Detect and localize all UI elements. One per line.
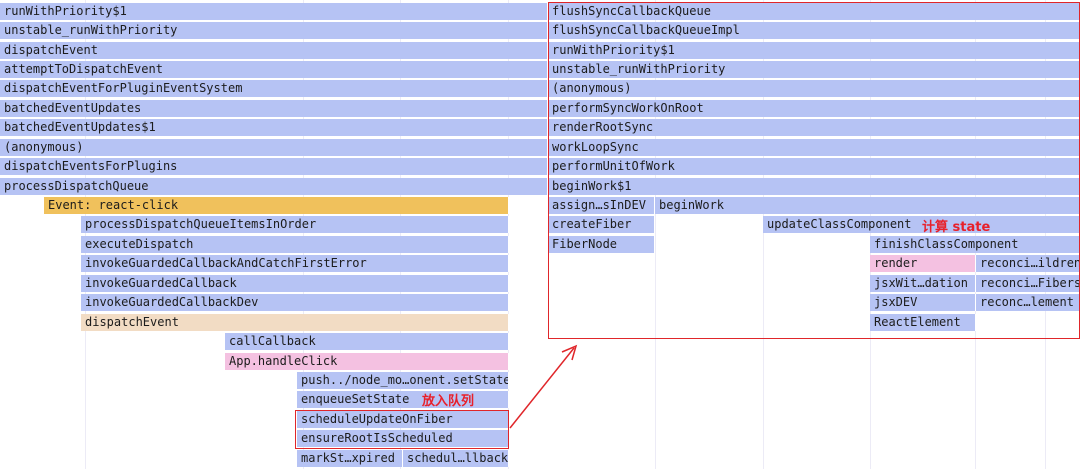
frame-finish-class-component[interactable]: finishClassComponent <box>870 236 1080 253</box>
frame-reconcile-element[interactable]: reconc…lement <box>976 294 1080 311</box>
frame-work-loop-sync[interactable]: workLoopSync <box>548 139 1080 156</box>
frame-perform-sync-work-on-root[interactable]: performSyncWorkOnRoot <box>548 100 1080 117</box>
frame-execute-dispatch[interactable]: executeDispatch <box>81 236 509 253</box>
frame-create-fiber[interactable]: createFiber <box>548 216 655 233</box>
frame-perform-unit-of-work[interactable]: performUnitOfWork <box>548 158 1080 175</box>
frame-flush-sync-callback-queue[interactable]: flushSyncCallbackQueue <box>548 3 1080 20</box>
frame-call-callback[interactable]: callCallback <box>225 333 509 350</box>
frame-anonymous[interactable]: (anonymous) <box>0 139 548 156</box>
frame-process-dispatch-queue-items[interactable]: processDispatchQueueItemsInOrder <box>81 216 509 233</box>
highlight-schedule-box <box>295 410 509 449</box>
frame-anonymous-right[interactable]: (anonymous) <box>548 80 1080 97</box>
frame-dispatch-event-inner[interactable]: dispatchEvent <box>81 314 509 331</box>
frame-schedule-callback[interactable]: schedul…llback <box>403 450 509 467</box>
frame-process-dispatch-queue[interactable]: processDispatchQueue <box>0 178 548 195</box>
frame-app-handle-click[interactable]: App.handleClick <box>225 353 509 370</box>
frame-unstable-run-with-priority[interactable]: unstable_runWithPriority <box>0 22 548 39</box>
frame-dispatch-event[interactable]: dispatchEvent <box>0 42 548 59</box>
frame-attempt-to-dispatch-event[interactable]: attemptToDispatchEvent <box>0 61 548 78</box>
frame-invoke-guarded-callback-dev[interactable]: invokeGuardedCallbackDev <box>81 294 509 311</box>
frame-reconcile-fibers[interactable]: reconci…Fibers <box>976 275 1080 292</box>
frame-render[interactable]: render <box>870 255 976 272</box>
frame-begin-work-1[interactable]: beginWork$1 <box>548 178 1080 195</box>
event-react-click[interactable]: Event: react-click <box>44 197 509 214</box>
frame-batched-event-updates-1[interactable]: batchedEventUpdates$1 <box>0 119 548 136</box>
frame-invoke-guarded-callback-catch[interactable]: invokeGuardedCallbackAndCatchFirstError <box>81 255 509 272</box>
frame-schedule-update-on-fiber[interactable]: scheduleUpdateOnFiber <box>297 411 509 428</box>
frame-assign-in-dev[interactable]: assign…sInDEV <box>548 197 655 214</box>
frame-jsx-dev[interactable]: jsxDEV <box>870 294 976 311</box>
frame-fiber-node[interactable]: FiberNode <box>548 236 655 253</box>
frame-run-with-priority-right[interactable]: runWithPriority$1 <box>548 42 1080 59</box>
frame-begin-work[interactable]: beginWork <box>655 197 1080 214</box>
frame-update-class-component[interactable]: updateClassComponent <box>763 216 1080 233</box>
frame-jsx-with-validation[interactable]: jsxWit…dation <box>870 275 976 292</box>
frame-dispatch-event-plugin-system[interactable]: dispatchEventForPluginEventSystem <box>0 80 548 97</box>
frame-reconcile-children[interactable]: reconci…ildren <box>976 255 1080 272</box>
frame-mark-starved-expired[interactable]: markSt…xpired <box>297 450 403 467</box>
frame-react-element[interactable]: ReactElement <box>870 314 976 331</box>
frame-run-with-priority[interactable]: runWithPriority$1 <box>0 3 548 20</box>
frame-set-state[interactable]: push../node_mo…onent.setState <box>297 372 509 389</box>
frame-batched-event-updates[interactable]: batchedEventUpdates <box>0 100 548 117</box>
frame-unstable-run-with-priority-right[interactable]: unstable_runWithPriority <box>548 61 1080 78</box>
frame-dispatch-events-for-plugins[interactable]: dispatchEventsForPlugins <box>0 158 548 175</box>
annotation-enqueue: 放入队列 <box>422 394 475 409</box>
frame-render-root-sync[interactable]: renderRootSync <box>548 119 1080 136</box>
frame-enqueue-set-state[interactable]: enqueueSetState <box>297 391 509 408</box>
annotation-compute-state: 计算 state <box>922 220 991 235</box>
frame-invoke-guarded-callback[interactable]: invokeGuardedCallback <box>81 275 509 292</box>
frame-ensure-root-is-scheduled[interactable]: ensureRootIsScheduled <box>297 430 509 447</box>
frame-flush-sync-callback-queue-impl[interactable]: flushSyncCallbackQueueImpl <box>548 22 1080 39</box>
